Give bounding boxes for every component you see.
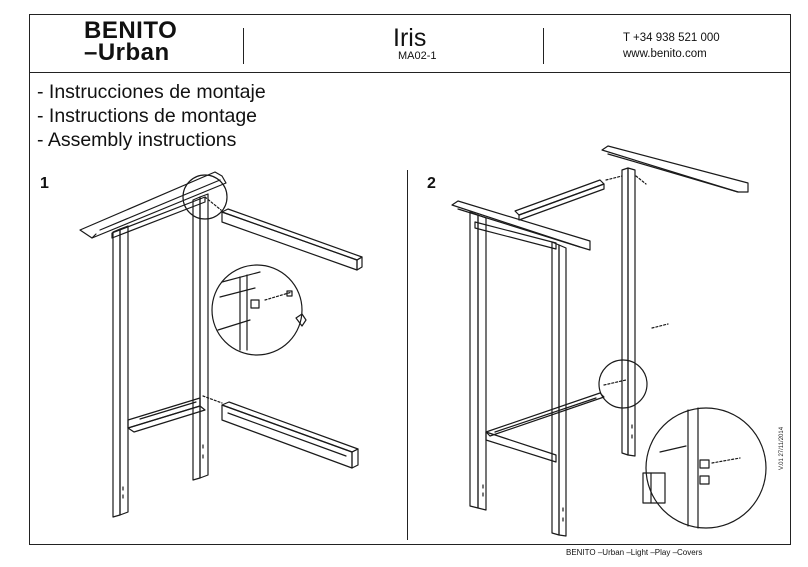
detail-circle <box>182 174 228 220</box>
right-leg <box>192 196 201 481</box>
bottom-rail <box>127 397 201 429</box>
side-rail-top <box>514 179 605 216</box>
step-number-1: 1 <box>40 175 49 192</box>
brand-logo: BENITO –Urban <box>84 17 178 66</box>
front-left-leg <box>469 211 479 509</box>
step-2-illustration <box>451 145 767 537</box>
product-name: Iris <box>393 24 427 52</box>
brand-name: BENITO <box>84 17 178 44</box>
title-spanish: - Instrucciones de montaje <box>37 81 266 103</box>
step-separator <box>407 170 408 540</box>
brand-line: –Urban <box>84 39 170 66</box>
footer-tagline: BENITO –Urban –Light –Play –Covers <box>566 548 703 557</box>
title-french: - Instructions de montage <box>37 105 258 127</box>
phone-number: T +34 938 521 000 <box>623 32 720 44</box>
detail-circle <box>598 359 648 409</box>
version-stamp: V.01 27/11/2014 <box>779 426 785 470</box>
back-right-leg <box>621 167 629 456</box>
website: www.benito.com <box>623 48 707 60</box>
document-frame <box>29 14 791 545</box>
step-1-illustration <box>79 171 363 518</box>
header-separator <box>543 28 544 64</box>
zoom-detail-circle <box>211 264 303 356</box>
step-number-2: 2 <box>427 175 436 192</box>
product-code: MA02-1 <box>398 50 437 62</box>
left-leg <box>112 228 121 518</box>
top-beam <box>79 171 227 239</box>
instruction-titles: - Instrucciones de montaje - Instruction… <box>37 80 266 152</box>
side-rail-bottom <box>485 392 605 437</box>
zoom-detail-circle <box>645 407 767 529</box>
header-divider <box>29 72 791 73</box>
side-bar-top <box>221 211 358 271</box>
side-bar-bottom <box>221 404 353 469</box>
header-separator <box>243 28 244 64</box>
contact-info: T +34 938 521 000 www.benito.com <box>623 30 720 62</box>
front-right-leg <box>551 241 560 536</box>
title-english: - Assembly instructions <box>37 129 237 151</box>
